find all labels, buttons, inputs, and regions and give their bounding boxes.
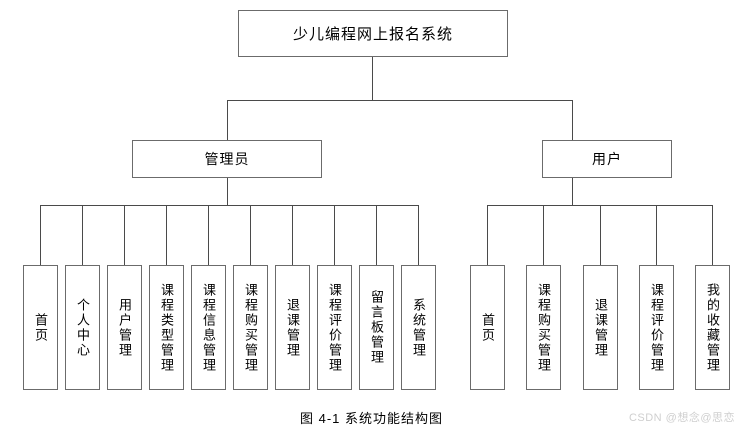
node-user-leaf-course-withdrawal-management[interactable]: 退课管理	[583, 265, 618, 390]
node-admin-leaf-personal-center-label: 个人中心	[75, 297, 90, 358]
node-admin-leaf-personal-center[interactable]: 个人中心	[65, 265, 100, 390]
connector-admin-leaf-5	[250, 205, 251, 265]
connector-to-user-node	[572, 100, 573, 140]
node-user-leaf-course-withdrawal-management-label: 退课管理	[593, 297, 608, 358]
connector-to-admin-node	[227, 100, 228, 140]
node-user-leaf-my-favorites-management-label: 我的收藏管理	[705, 282, 720, 373]
node-admin[interactable]: 管理员	[132, 140, 322, 178]
node-root-label: 少儿编程网上报名系统	[292, 26, 453, 43]
node-admin-leaf-course-purchase-management[interactable]: 课程购买管理	[233, 265, 268, 390]
connector-admin-leaf-6	[292, 205, 293, 265]
connector-admin-leaf-0	[40, 205, 41, 265]
connector-admin-leaf-4	[208, 205, 209, 265]
connector-user-leaf-3	[656, 205, 657, 265]
connector-level2-bus	[227, 100, 573, 101]
node-user-leaf-my-favorites-management[interactable]: 我的收藏管理	[695, 265, 730, 390]
connector-admin-leaf-9	[418, 205, 419, 265]
node-user-leaf-course-review-management[interactable]: 课程评价管理	[639, 265, 674, 390]
connector-user-leaf-0	[487, 205, 488, 265]
connector-admin-leaf-7	[334, 205, 335, 265]
node-user-leaf-home[interactable]: 首页	[470, 265, 505, 390]
node-user-label: 用户	[592, 151, 622, 167]
node-admin-leaf-course-type-management-label: 课程类型管理	[159, 282, 174, 373]
node-user-leaf-course-purchase-management-label: 课程购买管理	[536, 282, 551, 373]
node-admin-leaf-course-info-management[interactable]: 课程信息管理	[191, 265, 226, 390]
node-admin-label: 管理员	[204, 151, 250, 167]
node-admin-leaf-course-info-management-label: 课程信息管理	[201, 282, 216, 373]
node-admin-leaf-course-withdrawal-management[interactable]: 退课管理	[275, 265, 310, 390]
connector-admin-stem	[227, 178, 228, 205]
node-user-leaf-course-purchase-management[interactable]: 课程购买管理	[526, 265, 561, 390]
connector-user-stem	[572, 178, 573, 205]
connector-admin-leaf-8	[376, 205, 377, 265]
csdn-watermark: CSDN @想念@思恋	[628, 412, 735, 424]
node-admin-leaf-message-board-management-label: 留言板管理	[369, 290, 384, 365]
node-root-system-title[interactable]: 少儿编程网上报名系统	[238, 10, 508, 57]
node-admin-leaf-system-management[interactable]: 系统管理	[401, 265, 436, 390]
connector-admin-leaf-bus	[40, 205, 418, 206]
node-admin-leaf-system-management-label: 系统管理	[411, 297, 426, 358]
connector-root-stem	[372, 57, 373, 100]
connector-user-leaf-4	[712, 205, 713, 265]
connector-user-leaf-1	[543, 205, 544, 265]
node-admin-leaf-course-review-management[interactable]: 课程评价管理	[317, 265, 352, 390]
connector-admin-leaf-1	[82, 205, 83, 265]
node-admin-leaf-home-label: 首页	[33, 312, 48, 343]
node-admin-leaf-course-review-management-label: 课程评价管理	[327, 282, 342, 373]
node-admin-leaf-message-board-management[interactable]: 留言板管理	[359, 265, 394, 390]
node-admin-leaf-course-withdrawal-management-label: 退课管理	[285, 297, 300, 358]
connector-admin-leaf-2	[124, 205, 125, 265]
node-admin-leaf-course-type-management[interactable]: 课程类型管理	[149, 265, 184, 390]
figure-caption: 图 4-1 系统功能结构图	[299, 411, 443, 426]
node-user-leaf-course-review-management-label: 课程评价管理	[649, 282, 664, 373]
node-admin-leaf-home[interactable]: 首页	[23, 265, 58, 390]
node-admin-leaf-course-purchase-management-label: 课程购买管理	[243, 282, 258, 373]
connector-user-leaf-2	[600, 205, 601, 265]
connector-admin-leaf-3	[166, 205, 167, 265]
node-user-leaf-home-label: 首页	[480, 312, 495, 343]
node-admin-leaf-user-management-label: 用户管理	[117, 297, 132, 358]
node-user[interactable]: 用户	[542, 140, 672, 178]
node-admin-leaf-user-management[interactable]: 用户管理	[107, 265, 142, 390]
